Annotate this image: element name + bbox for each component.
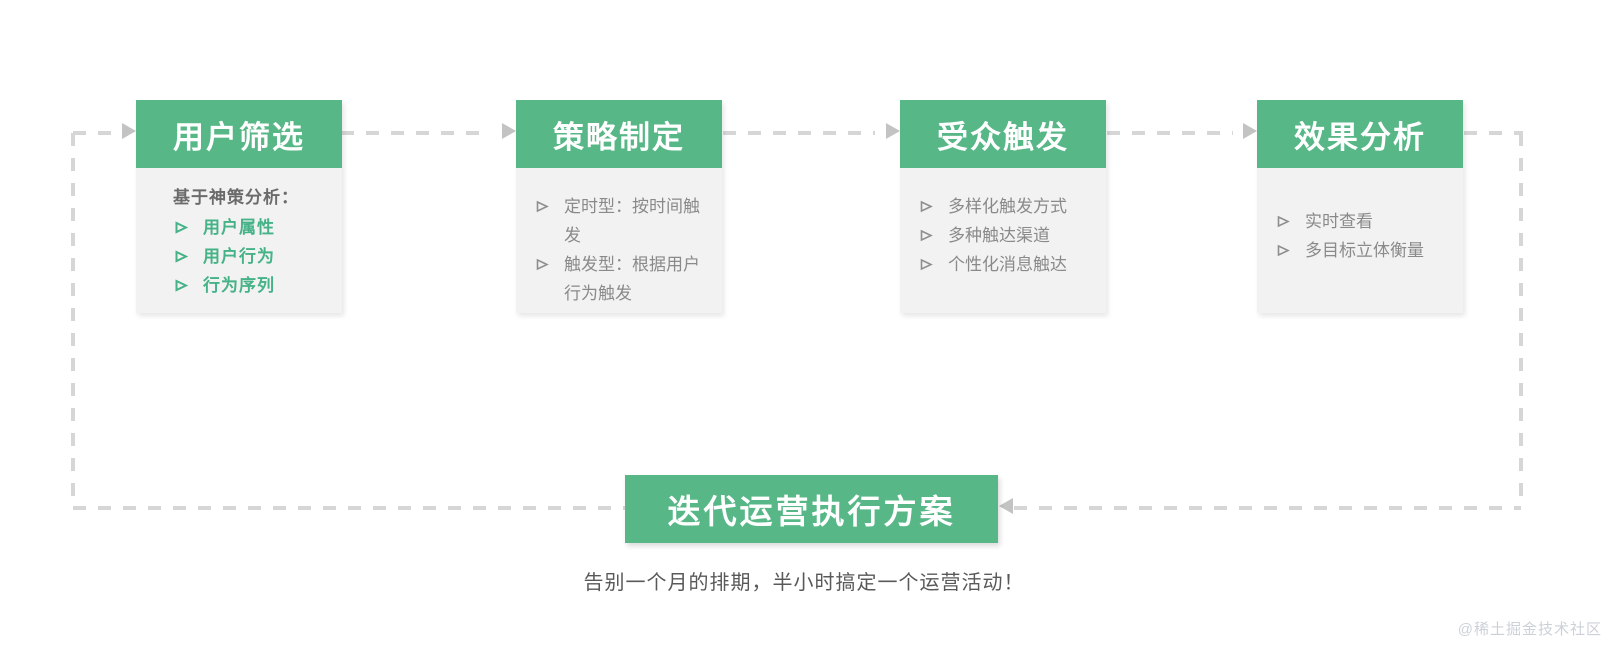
arrowhead-bullet-icon [920, 200, 933, 213]
loop-dashed-line-right [1519, 133, 1523, 508]
loop-dashed-line-top-left [73, 131, 123, 135]
arrow-left-icon [999, 498, 1013, 514]
connector-card3-card4 [1107, 131, 1233, 135]
card-item-label: 用户属性 [203, 218, 275, 237]
process-card: 用户筛选 基于神策分析： 用户属性 [136, 100, 342, 313]
card-title: 受众触发 [900, 100, 1106, 168]
card-item-label: 多目标立体衡量 [1305, 241, 1424, 260]
card-body: 定时型：按时间触发 触发型：根据用户行为触发 [516, 168, 722, 313]
card-bullet-item: 触发型：根据用户行为触发 [534, 250, 712, 308]
card-title: 效果分析 [1257, 100, 1463, 168]
card-title: 策略制定 [516, 100, 722, 168]
card-item-label: 多种触达渠道 [948, 226, 1050, 245]
arrowhead-bullet-icon [920, 229, 933, 242]
arrow-right-icon [502, 123, 516, 139]
arrowhead-bullet-icon [1277, 244, 1290, 257]
iteration-plan-title: 迭代运营执行方案 [667, 493, 956, 530]
arrowhead-bullet-icon [536, 200, 549, 213]
card-body: 实时查看 多目标立体衡量 [1257, 168, 1463, 313]
arrowhead-bullet-icon [175, 279, 188, 292]
card-item-label: 定时型：按时间触发 [564, 197, 700, 245]
connector-card2-card3 [723, 131, 875, 135]
card-bullet-item: 多样化触发方式 [918, 192, 1096, 221]
arrowhead-bullet-icon [920, 258, 933, 271]
card-body: 多样化触发方式 多种触达渠道 [900, 168, 1106, 313]
card-body: 基于神策分析： 用户属性 [136, 168, 342, 313]
card-bullet-item: 定时型：按时间触发 [534, 192, 712, 250]
card-intro-label: 基于神策分析： [173, 188, 299, 207]
card-item-label: 实时查看 [1305, 212, 1373, 231]
loop-dashed-line-bottom-right [1014, 506, 1521, 510]
card-item-label: 多样化触发方式 [948, 197, 1067, 216]
arrowhead-bullet-icon [1277, 215, 1290, 228]
iteration-plan-box: 迭代运营执行方案 [625, 475, 998, 543]
connector-card1-card2 [341, 131, 491, 135]
loop-dashed-line-top-right [1464, 131, 1523, 135]
arrow-right-icon [886, 123, 900, 139]
card-item-label: 行为序列 [203, 276, 275, 295]
process-card: 受众触发 多样化触发方式 [900, 100, 1106, 313]
card-item-label: 个性化消息触达 [948, 255, 1067, 274]
card-bullet-item: 个性化消息触达 [918, 250, 1096, 279]
arrow-right-icon [1243, 123, 1257, 139]
arrowhead-bullet-icon [175, 221, 188, 234]
card-item-label: 用户行为 [203, 247, 275, 266]
loop-dashed-line-left [71, 133, 75, 508]
diagram-caption: 告别一个月的排期，半小时搞定一个运营活动！ [583, 572, 1025, 594]
card-bullet-item: 用户行为 [173, 242, 334, 271]
process-card: 策略制定 定时型：按时间触发 [516, 100, 722, 313]
card-title: 用户筛选 [136, 100, 342, 168]
card-bullet-item: 多种触达渠道 [918, 221, 1096, 250]
process-card: 效果分析 实时查看 [1257, 100, 1463, 313]
arrowhead-bullet-icon [536, 258, 549, 271]
card-item-label: 触发型：根据用户行为触发 [564, 255, 700, 303]
watermark-text: @稀土掘金技术社区 [1457, 621, 1602, 638]
card-bullet-item: 实时查看 [1275, 207, 1453, 236]
arrow-right-icon [122, 123, 136, 139]
loop-dashed-line-bottom-left [73, 506, 625, 510]
arrowhead-bullet-icon [175, 250, 188, 263]
card-bullet-item: 行为序列 [173, 271, 334, 300]
card-bullet-item: 多目标立体衡量 [1275, 236, 1453, 265]
card-bullet-item: 用户属性 [173, 213, 334, 242]
